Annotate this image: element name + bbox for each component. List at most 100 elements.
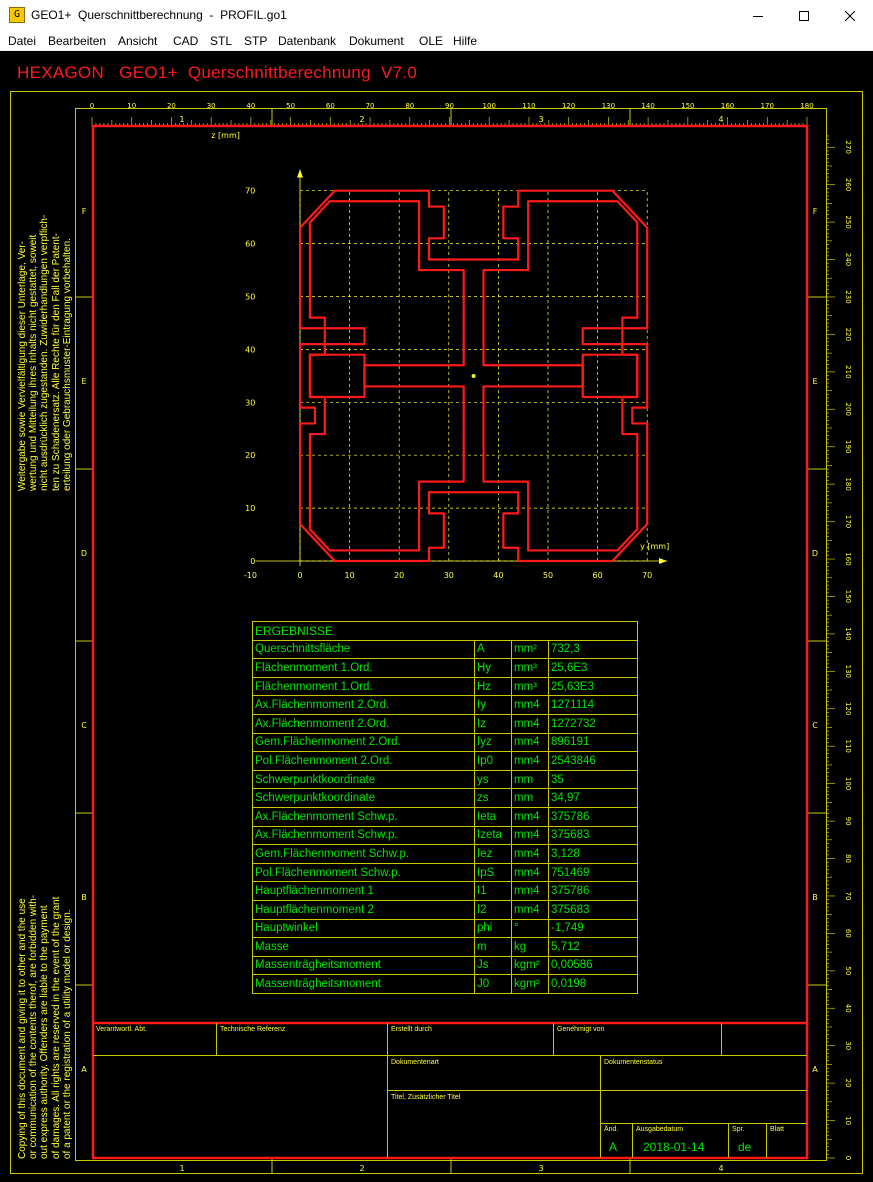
drawing-canvas[interactable]: HEXAGON GEO1+ Querschnittberechnung V7.0… [0,51,873,1182]
result-symbol: IpS [474,862,512,883]
zone-column-label-bottom: 1 [179,1164,184,1173]
results-heading: ERGEBNISSE [252,621,638,641]
geo1-app-icon[interactable]: G [9,7,25,23]
result-unit: mm4 [511,825,549,846]
side-ruler-label: 170 [844,515,852,528]
result-value: 732,3 [548,639,638,660]
result-value: 0,00586 [548,955,638,976]
top-ruler-label: 170 [761,102,774,110]
top-ruler-label: 180 [800,102,813,110]
top-ruler-label: 160 [721,102,734,110]
top-ruler-label: 100 [483,102,496,110]
result-unit: kg [511,937,549,957]
result-value: 1272732 [548,713,638,734]
menu-stl[interactable]: STL [210,34,233,48]
maximize-icon [799,10,809,21]
result-label: Ax.Flächenmoment Schw.p. [252,825,475,846]
result-value: 375683 [548,825,638,846]
menu-datenbank[interactable]: Datenbank [278,34,337,48]
result-symbol: zs [474,788,512,808]
menu-dokument[interactable]: Dokument [349,34,404,48]
profile-inner-contour-lr [482,353,639,552]
title-block-lines [93,1021,807,1158]
menu-stp[interactable]: STP [244,34,268,48]
side-ruler-label: 100 [844,777,852,790]
result-label: Querschnittsfläche [252,639,475,660]
result-label: Hauptflächenmoment 1 [252,881,475,901]
result-label: Ax.Flächenmoment Schw.p. [252,806,475,827]
menu-hilfe[interactable]: Hilfe [453,34,478,48]
maximize-button[interactable] [781,0,827,31]
result-label: Hauptflächenmoment 2 [252,899,475,920]
close-button[interactable] [827,0,873,31]
legal-note-english: Copying of this document and giving it t… [17,894,73,1159]
zone-row-label-left: D [81,549,87,558]
result-unit: kgm² [511,974,549,994]
result-unit: mm³ [511,658,549,678]
zone-row-label-right: A [812,1065,818,1074]
menu-ansicht[interactable]: Ansicht [118,34,158,48]
side-ruler-label: 30 [844,1041,852,1050]
result-value: 3,128 [548,844,638,864]
result-value: 1271114 [548,695,638,715]
window-titlebar[interactable]: G GEO1+ Querschnittberechnung - PROFIL.g… [0,0,873,31]
drawing-frame [91,124,809,1160]
result-label: Ax.Flächenmoment 2.Ord. [252,713,475,734]
menu-ole[interactable]: OLE [419,34,444,48]
result-label: Gem.Flächenmoment Schw.p. [252,844,475,864]
result-value: 751469 [548,862,638,883]
y-tick-label: 70 [245,187,255,196]
y-tick-label: 40 [245,345,255,354]
side-ruler-label: 210 [844,365,852,378]
menu-cad[interactable]: CAD [173,34,199,48]
side-ruler-label: 200 [844,403,852,416]
tb-tech-reference: Technische Referenz [220,1026,286,1033]
result-symbol: m [474,937,512,957]
tb-issue-date-label: Ausgabedatum [636,1126,684,1133]
result-unit: mm4 [511,899,549,920]
menu-datei[interactable]: Datei [8,34,37,48]
result-label: Massenträgheitsmoment [252,955,475,976]
result-symbol: ys [474,769,512,790]
results-header-row: ERGEBNISSE [252,621,638,641]
result-label: Schwerpunktkoordinate [252,769,475,790]
result-symbol: Ip0 [474,751,512,771]
result-unit: mm² [511,639,549,660]
z-axis-label: z [mm] [211,131,240,140]
zone-row-label-right: D [812,549,818,558]
result-symbol: Iez [474,844,512,864]
result-value: 375683 [548,899,638,920]
top-ruler-label: 120 [562,102,575,110]
side-ruler-label: 190 [844,440,852,453]
result-value: 5,712 [548,937,638,957]
zone-column-label-bottom: 4 [718,1164,723,1173]
result-label: Pol.Flächenmoment 2.Ord. [252,751,475,771]
x-tick-label: 10 [345,571,355,580]
side-ruler-label: 130 [844,665,852,678]
tb-approved-by: Genehmigt von [557,1026,605,1033]
menu-bearbeiten[interactable]: Bearbeiten [48,34,107,48]
result-value: 25,63E3 [548,676,638,697]
result-unit: mm4 [511,713,549,734]
top-ruler-label: 110 [522,102,535,110]
result-symbol: Iz [474,713,512,734]
top-ruler-label: 150 [681,102,694,110]
zone-column-label-bottom: 3 [538,1164,543,1173]
minimize-button[interactable] [735,0,781,31]
result-label: Massenträgheitsmoment [252,974,475,994]
tb-doc-status: Dokumentenstatus [604,1059,663,1066]
result-value: 34,97 [548,788,638,808]
result-symbol: Iy [474,695,512,715]
top-ruler-label: 130 [602,102,615,110]
